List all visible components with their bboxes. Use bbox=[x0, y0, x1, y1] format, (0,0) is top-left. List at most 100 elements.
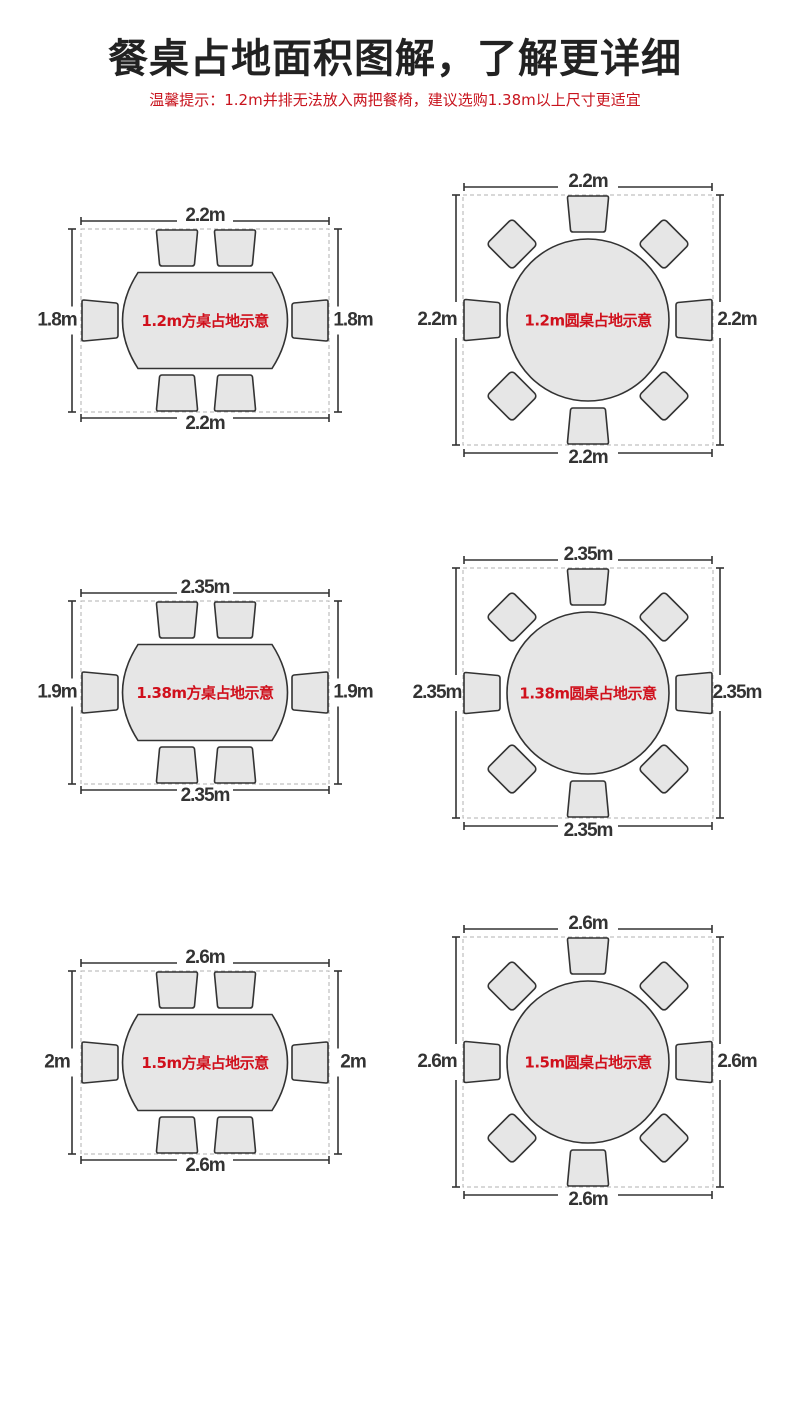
chair-shape bbox=[639, 371, 689, 421]
width-top-label: 2.35m bbox=[564, 544, 613, 565]
table-top bbox=[121, 271, 289, 370]
chair-shape bbox=[566, 1149, 610, 1187]
table-top bbox=[506, 611, 670, 775]
chair bbox=[213, 374, 257, 412]
depth-right-label: 2.2m bbox=[717, 309, 756, 330]
chair bbox=[566, 195, 610, 233]
footprint-outline bbox=[80, 970, 330, 1155]
depth-right-label: 2.6m bbox=[717, 1051, 756, 1072]
table-top bbox=[121, 643, 289, 742]
rect-table-diagram: 1.5m方桌占地示意 2.6m 2.6m 2m 2m bbox=[44, 947, 367, 1176]
chair-shape bbox=[213, 601, 257, 639]
depth-left-label: 2m bbox=[44, 1052, 70, 1073]
width-top-label: 2.6m bbox=[185, 947, 224, 968]
footprint-outline bbox=[80, 600, 330, 785]
width-top-label: 2.35m bbox=[181, 577, 230, 598]
depth-left-label: 1.9m bbox=[37, 682, 76, 703]
width-bottom-label: 2.6m bbox=[568, 1189, 607, 1210]
chair bbox=[566, 407, 610, 445]
chair-shape bbox=[675, 1040, 713, 1084]
chair bbox=[566, 780, 610, 818]
footprint-outline bbox=[462, 194, 714, 446]
depth-right-label: 1.8m bbox=[333, 310, 372, 331]
table-label: 1.2m圆桌占地示意 bbox=[524, 312, 652, 330]
chair bbox=[487, 219, 537, 269]
chair-shape bbox=[487, 592, 537, 642]
chair bbox=[487, 744, 537, 794]
chair bbox=[675, 1040, 713, 1084]
chair-shape bbox=[566, 937, 610, 975]
chair bbox=[291, 1041, 329, 1084]
chair-shape bbox=[487, 1113, 537, 1163]
chair-shape bbox=[213, 971, 257, 1009]
table-top bbox=[121, 1013, 289, 1112]
chair bbox=[639, 1113, 689, 1163]
chair-shape bbox=[566, 195, 610, 233]
chair-shape bbox=[675, 298, 713, 342]
chair bbox=[213, 746, 257, 784]
width-bottom-label: 2.35m bbox=[181, 785, 230, 806]
chair bbox=[639, 961, 689, 1011]
chair-shape bbox=[639, 961, 689, 1011]
chair bbox=[566, 568, 610, 606]
chair-shape bbox=[155, 601, 199, 639]
chair bbox=[639, 219, 689, 269]
chair-shape bbox=[463, 1040, 501, 1084]
chair-shape bbox=[639, 744, 689, 794]
chair-shape bbox=[291, 1041, 329, 1084]
chair-shape bbox=[81, 299, 119, 342]
chair bbox=[487, 1113, 537, 1163]
chair bbox=[213, 1116, 257, 1154]
chair bbox=[213, 229, 257, 267]
depth-right-label: 2m bbox=[340, 1052, 366, 1073]
chair-shape bbox=[155, 374, 199, 412]
chair bbox=[155, 374, 199, 412]
chair bbox=[463, 671, 501, 715]
chair bbox=[155, 746, 199, 784]
chair-shape bbox=[487, 744, 537, 794]
chair bbox=[155, 229, 199, 267]
chair bbox=[291, 299, 329, 342]
width-top-label: 2.2m bbox=[568, 171, 607, 192]
chair bbox=[213, 971, 257, 1009]
chair-shape bbox=[487, 961, 537, 1011]
depth-right-label: 2.35m bbox=[713, 682, 762, 703]
width-top-label: 2.2m bbox=[185, 205, 224, 226]
table-top bbox=[506, 238, 670, 402]
chair bbox=[463, 1040, 501, 1084]
chair bbox=[566, 937, 610, 975]
chair-shape bbox=[155, 746, 199, 784]
table-label: 1.38m方桌占地示意 bbox=[136, 684, 274, 702]
chair-shape bbox=[213, 229, 257, 267]
chair-shape bbox=[463, 671, 501, 715]
chair-shape bbox=[291, 671, 329, 714]
footprint-outline bbox=[80, 228, 330, 413]
chair bbox=[639, 744, 689, 794]
chair bbox=[81, 299, 119, 342]
chair bbox=[81, 1041, 119, 1084]
footprint-outline bbox=[462, 936, 714, 1188]
chair-shape bbox=[213, 374, 257, 412]
table-label: 1.5m方桌占地示意 bbox=[141, 1054, 269, 1072]
chair-shape bbox=[155, 229, 199, 267]
width-bottom-label: 2.2m bbox=[185, 413, 224, 434]
chair bbox=[639, 371, 689, 421]
depth-left-label: 2.35m bbox=[413, 682, 462, 703]
chair bbox=[566, 1149, 610, 1187]
width-bottom-label: 2.6m bbox=[185, 1155, 224, 1176]
table-top bbox=[506, 980, 670, 1144]
chair-shape bbox=[155, 1116, 199, 1154]
chair bbox=[81, 671, 119, 714]
chair bbox=[155, 1116, 199, 1154]
chair bbox=[487, 592, 537, 642]
chair bbox=[675, 298, 713, 342]
chair-shape bbox=[155, 971, 199, 1009]
chair-shape bbox=[639, 219, 689, 269]
tip-text: 温馨提示：1.2m并排无法放入两把餐椅，建议选购1.38m以上尺寸更适宜 bbox=[149, 91, 641, 109]
chair-shape bbox=[566, 780, 610, 818]
width-bottom-label: 2.2m bbox=[568, 447, 607, 468]
